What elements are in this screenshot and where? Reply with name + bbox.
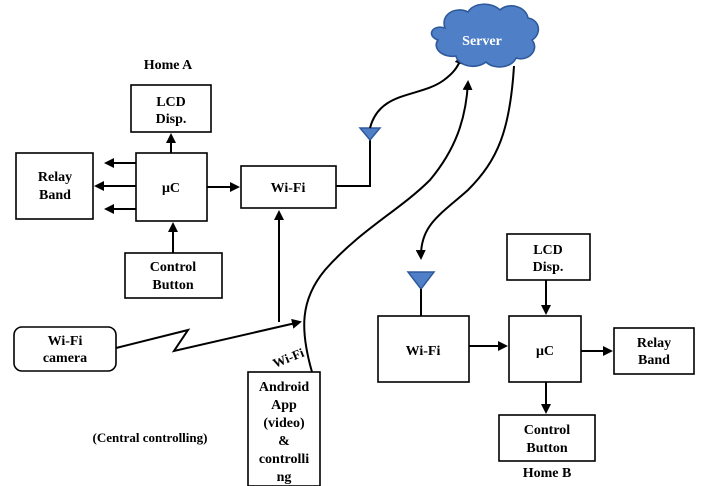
home-b-lcd-text-2: Disp. [533,260,564,275]
android-text-2: App [271,398,297,413]
home-b-control-box [498,414,596,462]
home-b-uc-box [508,315,582,383]
home-a-uc-box [135,152,208,222]
home-a-relay-text-1: Relay [38,170,72,185]
camera-wireless-link [115,318,302,353]
home-b-relay-text-1: Relay [637,336,671,351]
home-b-control-text-2: Button [526,441,567,456]
home-a-control-box [124,252,223,299]
central-controlling-label: (Central controlling) [93,430,208,445]
wifi-camera-text-2: camera [43,351,87,366]
home-b-label: Home B [523,466,572,481]
home-b-control-text-1: Control [524,423,571,438]
home-a-lcd-text-1: LCD [156,95,186,110]
home-b-relay-box [613,327,695,375]
antenna-a-to-server-arrow [369,54,465,129]
home-b-wifi-box [377,315,470,383]
home-b-relay-text-2: Band [638,353,670,368]
server-label: Server [462,34,502,49]
home-a-control-text-2: Button [152,278,193,293]
home-b-uc-text: μC [536,344,554,359]
server-to-antenna-b-arrow [415,65,515,260]
home-a-label: Home A [144,58,193,73]
android-text-4: & [278,434,290,449]
home-b-lcd-box [506,233,591,281]
home-b-wifi-text: Wi-Fi [406,344,441,359]
wifi-link-label: Wi-Fi [271,345,307,371]
home-a-lcd-box [130,84,212,133]
home-a-uc-text: μC [162,181,180,196]
antenna-b-icon [406,271,436,291]
home-a-relay-text-2: Band [39,188,71,203]
home-a-wifi-box [240,165,337,209]
wifi-camera-box [13,326,117,372]
wifi-a-to-antenna-line [336,138,371,187]
android-text-6: ng [277,470,292,485]
antenna-a-icon [358,127,382,142]
home-b-lcd-text-1: LCD [533,243,563,258]
home-a-relay-box [15,152,94,220]
home-a-lcd-text-2: Disp. [156,112,187,127]
android-to-server-arrow [303,80,473,373]
android-text-3: (video) [263,416,305,431]
server-cloud: Server [430,3,540,68]
wifi-camera-text-1: Wi-Fi [48,334,83,349]
android-app-box [247,371,321,486]
home-a-control-text-1: Control [150,260,197,275]
cloud-icon [430,3,540,68]
android-text-5: controlli [259,452,309,467]
android-text-1: Android [259,380,310,395]
home-a-wifi-text: Wi-Fi [271,181,306,196]
